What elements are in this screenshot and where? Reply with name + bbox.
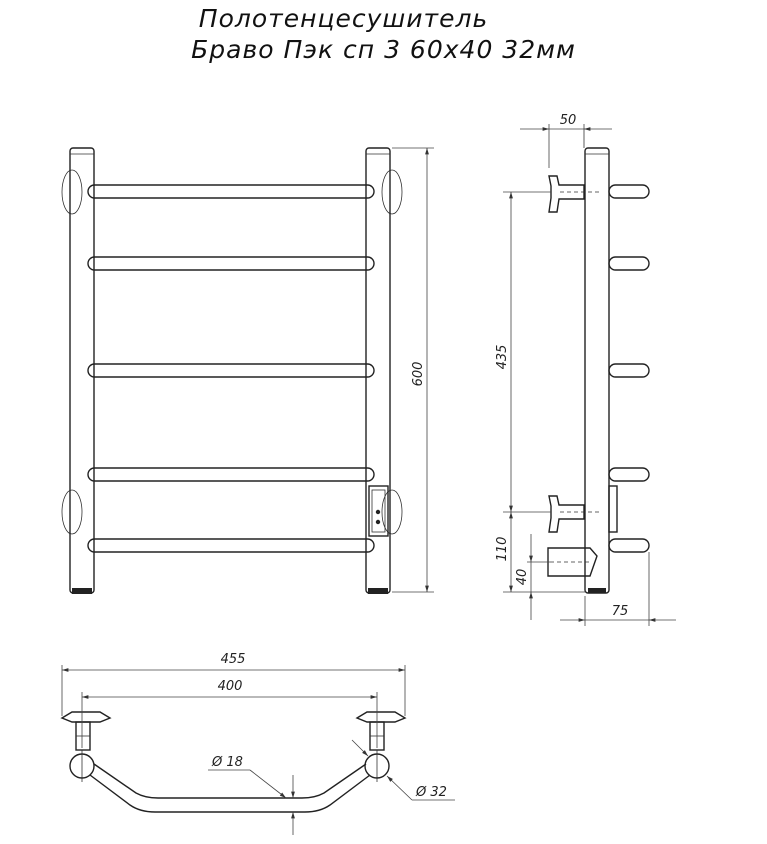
front-cap-left [72, 588, 92, 594]
top-flange-right [355, 711, 407, 723]
top-crossbar-outer [89, 774, 371, 813]
front-upright-left [69, 147, 95, 594]
dim-bottom-offset-40: 40 [515, 569, 530, 586]
top-view: 455 400 Ø 18 Ø 32 [60, 652, 455, 835]
side-upright [584, 147, 610, 594]
side-crossbar-2 [608, 256, 650, 271]
front-crossbar-2 [87, 256, 375, 271]
front-crossbar-1 [87, 184, 375, 199]
front-crossbar-4 [87, 467, 375, 482]
dim-width-455: 455 [221, 652, 246, 667]
side-mount-bottom [548, 495, 585, 533]
dim-mount-spacing-435: 435 [495, 345, 510, 370]
top-flange-left [60, 711, 112, 723]
front-switch-dot-2 [375, 519, 381, 525]
front-switch-box [368, 485, 389, 537]
front-switch-dot-1 [375, 509, 381, 515]
side-crossbar-4 [608, 467, 650, 482]
side-view: 50 435 110 40 75 [495, 113, 676, 626]
side-switch-box [608, 485, 618, 533]
front-crossbar-3 [87, 363, 375, 378]
front-cap-right [368, 588, 388, 594]
front-flange-bottom-left [61, 489, 83, 535]
front-crossbar-5 [87, 538, 375, 553]
diagram-title-line2: Браво Пэк сп 3 60х40 32мм [191, 35, 576, 64]
dim-lower-mount-110: 110 [495, 537, 510, 562]
dim-height-600: 600 [411, 362, 426, 387]
dim-side-top-50: 50 [560, 113, 577, 128]
dim-crossbar-diameter: Ø 18 [211, 755, 243, 770]
diagram-title-line1: Полотенцесушитель [198, 4, 489, 33]
side-mount-top [548, 175, 585, 213]
side-crossbar-1 [608, 184, 650, 199]
front-view: 600 [61, 147, 434, 594]
side-crossbar-3 [608, 363, 650, 378]
top-crossbar-inner [93, 763, 367, 799]
dim-side-bottom-75: 75 [612, 604, 629, 619]
side-heater-plug [547, 547, 598, 577]
front-flange-top-left [61, 169, 83, 215]
dim-centers-400: 400 [218, 679, 243, 694]
side-crossbar-5 [608, 538, 650, 553]
front-flange-bottom-right [381, 489, 403, 535]
dim-upright-diameter: Ø 32 [415, 785, 447, 800]
front-flange-top-right [381, 169, 403, 215]
